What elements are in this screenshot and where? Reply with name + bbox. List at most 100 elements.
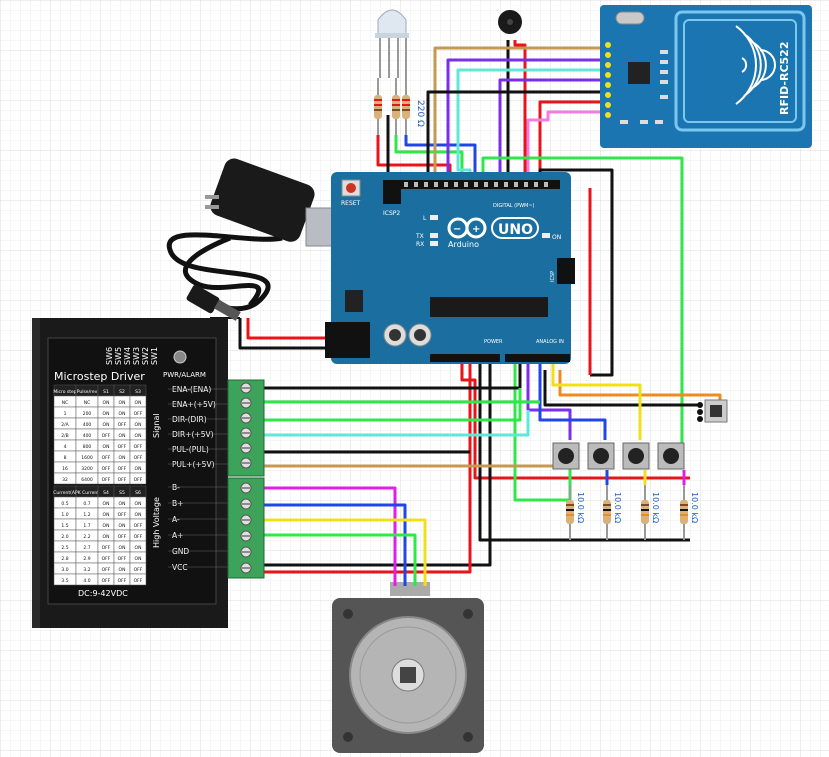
- wire-ir-b[interactable]: [543, 370, 700, 407]
- button-resistor-3[interactable]: 10.0 kΩ: [641, 485, 660, 540]
- wire-rfid-tan[interactable]: [433, 46, 605, 188]
- microstep-table-cell-text: ON: [135, 422, 142, 428]
- push-button-4[interactable]: [657, 442, 685, 470]
- hv-terminal-label: A-: [172, 515, 180, 524]
- current-table-cell-text: ON: [119, 545, 126, 551]
- wire-a3-yellow[interactable]: [551, 360, 642, 440]
- driver-hv-terminal-block: [227, 477, 265, 579]
- current-table-cell-text: PK Current: [75, 490, 99, 496]
- microstep-table-cell-text: ON: [103, 411, 110, 417]
- button-resistor-3-label: 10.0 kΩ: [651, 492, 660, 523]
- arduino-barrel-jack: [325, 322, 370, 358]
- wire-dir-minus[interactable]: [255, 388, 522, 422]
- microstep-table-cell-text: 16: [62, 466, 68, 472]
- current-table-cell-text: S6: [135, 490, 141, 496]
- wire-a1-purple[interactable]: [526, 360, 572, 440]
- wire-5v-red[interactable]: [460, 360, 690, 480]
- push-button-3[interactable]: [622, 442, 650, 470]
- driver-switch-labels: SW6 SW5 SW4 SW3 SW2 SW1: [105, 347, 159, 365]
- driver-hv-label: High Voltage: [152, 497, 161, 548]
- wire-dir-plus[interactable]: [255, 410, 530, 437]
- current-table-cell-text: S5: [119, 490, 125, 496]
- adapter-plug: [186, 284, 220, 314]
- current-table-cell-text: ON: [135, 556, 142, 562]
- current-table-cell-text: ON: [103, 534, 110, 540]
- button-resistor-4[interactable]: 10.0 kΩ: [680, 485, 699, 540]
- signal-terminal-label: DIR+(+5V): [172, 430, 214, 439]
- ir-receiver[interactable]: [697, 399, 728, 423]
- microstep-table-cell-text: ON: [103, 444, 110, 450]
- wire-adapter-black[interactable]: [238, 318, 338, 350]
- button-resistor-2[interactable]: 10.0 kΩ: [603, 485, 622, 540]
- microstep-table-cell-text: S3: [135, 389, 141, 395]
- wire-rfid-black[interactable]: [426, 90, 605, 188]
- current-table-cell-text: OFF: [102, 567, 111, 573]
- current-table-cell-text: 3.5: [61, 578, 68, 584]
- current-table-cell-text: 3.0: [61, 567, 68, 573]
- arduino-icsp2-label: ICSP2: [383, 210, 400, 217]
- adapter-tip: [214, 299, 241, 321]
- current-table-cell-text: OFF: [134, 578, 143, 584]
- wire-b-minus[interactable]: [255, 486, 397, 582]
- rfid-module[interactable]: RFID-RC522: [600, 5, 812, 148]
- microstep-table-cell-text: ON: [135, 466, 142, 472]
- wire-vcc-red[interactable]: [260, 360, 472, 574]
- wire-b-plus[interactable]: [255, 503, 407, 582]
- current-table-cell-text: 2.9: [83, 556, 90, 562]
- microstep-table-cell-text: OFF: [134, 411, 143, 417]
- arduino-regulator: [345, 290, 363, 312]
- wire-a2-blue[interactable]: [538, 360, 607, 440]
- arduino-power-header: [430, 354, 500, 362]
- microstep-table-cell-text: Micro step: [53, 389, 76, 395]
- wire-adapter-red[interactable]: [246, 318, 330, 340]
- microstep-table-cell-text: 4: [64, 444, 67, 450]
- resistor-2[interactable]: [392, 78, 400, 135]
- microstep-driver[interactable]: SW6 SW5 SW4 SW3 SW2 SW1 PWR/ALARM Micros…: [32, 318, 265, 628]
- arduino-icsp-label: ICSP: [550, 271, 556, 282]
- microstep-table-cell-text: Pulse/rev: [77, 389, 98, 395]
- svg-text:SW1: SW1: [150, 347, 159, 365]
- resistor-3[interactable]: [402, 78, 410, 135]
- resistor-1[interactable]: [374, 78, 382, 135]
- signal-terminal-label: DIR-(DIR): [172, 415, 207, 424]
- motor-leads: [393, 578, 427, 586]
- arduino-uno[interactable]: RESET ICSP2 DIGITAL (PWM~) L TX RX − + A…: [305, 172, 575, 364]
- arduino-tx-label: TX: [415, 233, 424, 240]
- hv-terminal-label: B-: [172, 483, 180, 492]
- wire-buzzer-red[interactable]: [513, 40, 527, 188]
- button-resistor-1[interactable]: 10.0 kΩ: [566, 485, 585, 540]
- wire-led-blue[interactable]: [404, 135, 477, 188]
- button-resistor-1-label: 10.0 kΩ: [576, 492, 585, 523]
- wire-rfid-purple[interactable]: [446, 58, 605, 188]
- stepper-motor[interactable]: [332, 582, 484, 753]
- microstep-table-cell-text: 400: [83, 433, 92, 439]
- arduino-model-label: UNO: [498, 222, 533, 238]
- wire-a-minus[interactable]: [255, 518, 427, 582]
- hv-terminal-label: VCC: [172, 563, 188, 572]
- arduino-uno-badge: [491, 217, 539, 239]
- rgb-led[interactable]: [375, 9, 409, 78]
- current-table-cell-text: 0.7: [83, 501, 90, 507]
- wire-rfid-purple2[interactable]: [498, 78, 605, 188]
- microstep-table-cell-text: OFF: [134, 455, 143, 461]
- arduino-on-label: ON: [552, 234, 561, 241]
- buzzer[interactable]: [498, 10, 522, 34]
- microstep-table-cell-text: 200: [83, 411, 92, 417]
- arduino-analog-header: [505, 354, 570, 362]
- svg-text:SW2: SW2: [141, 347, 150, 365]
- wire-a-plus[interactable]: [255, 533, 417, 582]
- microstep-table-cell-text: 1: [64, 411, 67, 417]
- microstep-table-cell-text: 6400: [81, 477, 93, 483]
- current-table-cell-text: ON: [119, 567, 126, 573]
- svg-text:SW4: SW4: [123, 347, 132, 365]
- microstep-table-cell-text: OFF: [102, 455, 111, 461]
- driver-title: Microstep Driver: [54, 370, 145, 383]
- microstep-table-cell-text: S1: [103, 389, 109, 395]
- push-button-1[interactable]: [552, 442, 580, 470]
- driver-dc-label: DC:9-42VDC: [78, 589, 128, 598]
- wire-rfid-pink[interactable]: [526, 110, 605, 188]
- wire-gnd-black2[interactable]: [260, 360, 492, 567]
- push-button-2[interactable]: [587, 442, 615, 470]
